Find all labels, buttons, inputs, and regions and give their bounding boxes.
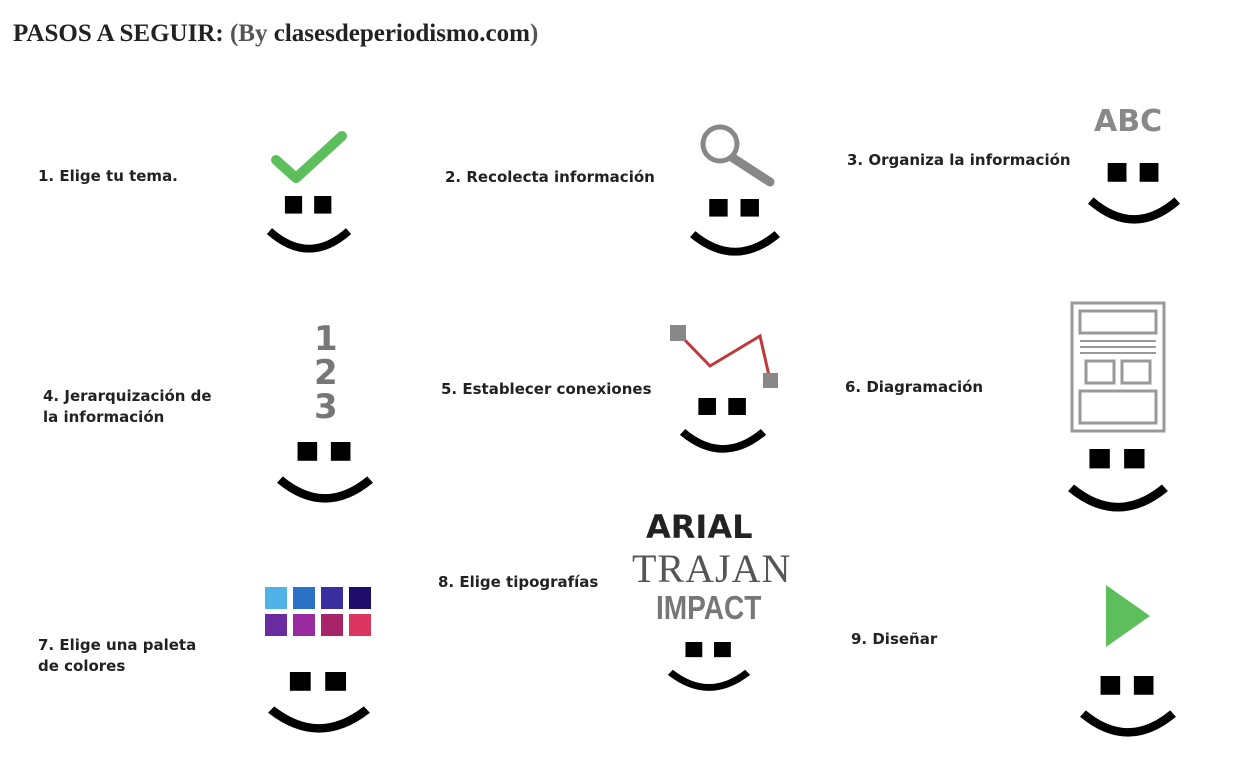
step-4-label-line2: la información (43, 408, 165, 426)
step-6-label: 6. Diagramación (845, 378, 984, 396)
palette-swatch-1 (265, 587, 287, 609)
smiley-face-4 (277, 442, 373, 503)
magnifier-icon (700, 124, 775, 187)
smiley-face-2 (689, 199, 781, 256)
step-4-label: 4. Jerarquización de la información (43, 386, 212, 428)
smiley-face-7 (268, 672, 370, 733)
palette-swatch-4 (349, 587, 371, 609)
title-close: ) (529, 20, 539, 47)
smiley-face-3 (1087, 163, 1181, 224)
step-3-label: 3. Organiza la información (847, 151, 1071, 169)
step-9-label: 9. Diseñar (851, 630, 938, 648)
palette-swatch-3 (321, 587, 343, 609)
palette-swatch-8 (349, 614, 371, 636)
step-7-label: 7. Elige una paleta de colores (38, 635, 196, 677)
number-1: 1 (314, 319, 338, 359)
smiley-face-8 (667, 642, 751, 691)
number-2: 2 (314, 353, 338, 393)
smiley-face-6 (1068, 449, 1168, 512)
step-2-label: 2. Recolecta información (445, 168, 655, 186)
font-sample-trajan: TRAJAN (632, 546, 792, 591)
palette-swatch-5 (265, 614, 287, 636)
smiley-face-5 (679, 398, 767, 453)
smiley-face-9 (1080, 676, 1176, 737)
step-8-label: 8. Elige tipografías (438, 573, 599, 591)
step-5-label: 5. Establecer conexiones (441, 380, 652, 398)
font-sample-impact: IMPACT (656, 589, 762, 626)
checkmark-icon (271, 131, 347, 183)
page-title: PASOS A SEGUIR: (By clasesdeperiodismo.c… (13, 20, 538, 48)
title-site: clasesdeperiodismo.com (273, 20, 530, 47)
palette-swatch-2 (293, 587, 315, 609)
title-main: PASOS A SEGUIR: (13, 20, 224, 47)
palette-icon (265, 587, 371, 636)
number-3: 3 (314, 387, 338, 427)
connection-icon (670, 325, 778, 388)
step-7-label-line1: 7. Elige una paleta (38, 636, 197, 654)
step-1-label: 1. Elige tu tema. (38, 167, 178, 185)
smiley-face-1 (266, 196, 352, 253)
palette-swatch-7 (321, 614, 343, 636)
play-icon (1106, 585, 1150, 647)
layout-icon (1070, 301, 1166, 433)
abc-icon: ABC (1094, 104, 1163, 139)
font-sample-arial: ARIAL (646, 508, 753, 546)
title-by: (By (229, 20, 274, 47)
step-7-label-line2: de colores (38, 657, 126, 675)
palette-swatch-6 (293, 614, 315, 636)
step-4-label-line1: 4. Jerarquización de (43, 387, 212, 405)
